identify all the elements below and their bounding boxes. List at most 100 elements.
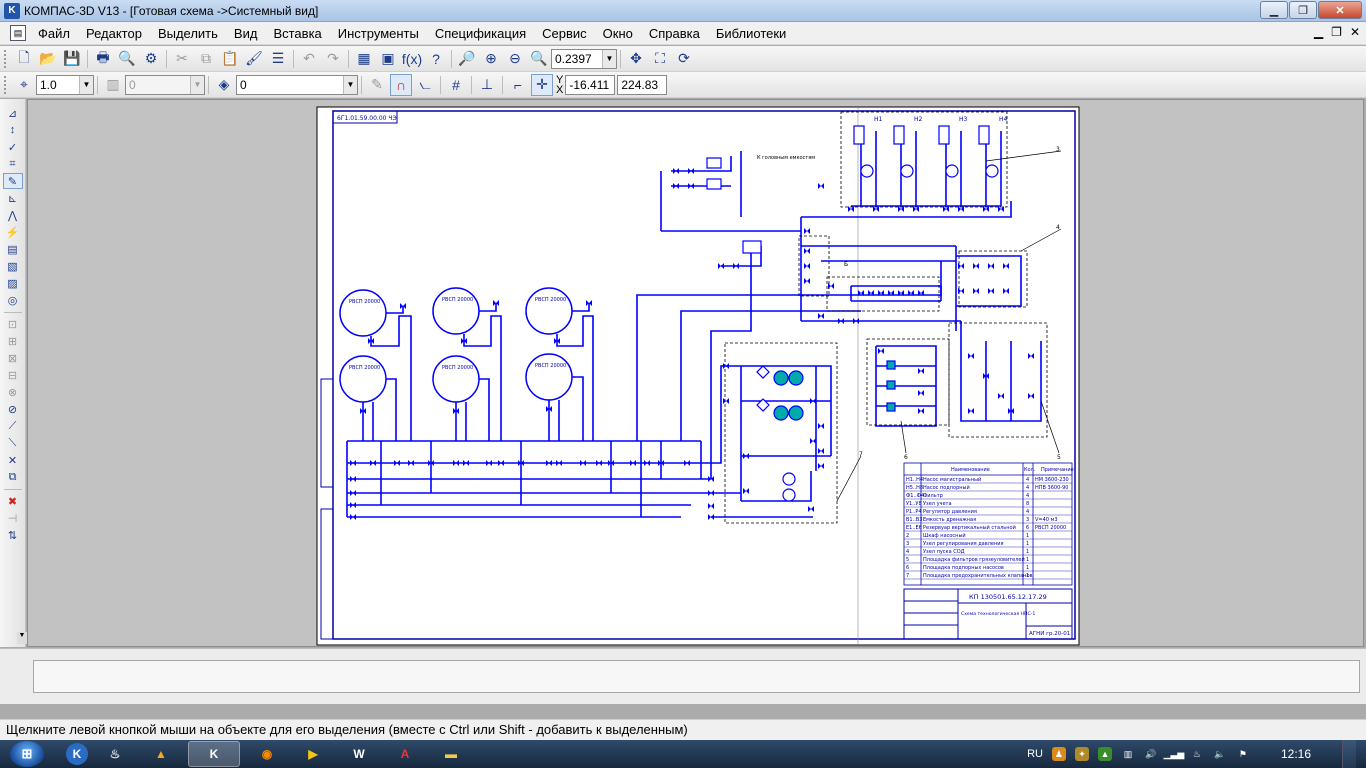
cursor-step-icon[interactable]: ⌖ [20, 76, 28, 92]
menu-window[interactable]: Окно [602, 25, 633, 41]
layers-icon[interactable]: ◈ [218, 76, 230, 92]
tool-icon-9[interactable]: ✕ [7, 454, 18, 467]
snap-mode-icon[interactable]: ✛ [531, 73, 553, 96]
properties-panel-content[interactable] [33, 660, 1360, 693]
tool-icon-6[interactable]: ⊘ [7, 403, 18, 416]
tool-icon-8[interactable]: ⟍ [8, 436, 17, 449]
tray-steam-icon[interactable]: ♨ [1192, 748, 1201, 759]
chevron-down-icon[interactable]: ▼ [343, 75, 357, 94]
undo-icon[interactable]: ↶ [303, 50, 315, 66]
menu-insert[interactable]: Вставка [273, 25, 322, 41]
tool-icon-3[interactable]: ⊠ [7, 352, 18, 365]
style-icon[interactable]: ✎ [371, 76, 383, 92]
insert-icon[interactable]: ▧ [7, 260, 18, 273]
specification-icon[interactable]: ☰ [271, 50, 285, 66]
function-icon[interactable]: f(x) [401, 50, 423, 67]
tool-icon-11[interactable]: ⊣ [7, 512, 18, 525]
snap-magnet-icon[interactable]: ∩ [390, 73, 412, 96]
tray-flag-icon[interactable]: ⚑ [1238, 748, 1247, 759]
start-button[interactable]: ⊞ [10, 741, 44, 767]
open-icon[interactable]: 📂 [39, 50, 57, 66]
step-field[interactable]: 1.0 ▼ [36, 74, 94, 95]
taskbar-kompas-active-icon[interactable]: K [188, 741, 240, 767]
delete-icon[interactable]: ✖ [7, 495, 18, 508]
toolbar-grip[interactable] [4, 75, 8, 94]
close-button[interactable]: ✕ [1318, 1, 1362, 19]
view-icon[interactable]: ◎ [7, 294, 18, 307]
coord-x-field[interactable]: -16.411 [565, 74, 616, 95]
menu-select[interactable]: Выделить [157, 25, 218, 41]
tray-signal-icon[interactable]: ▁▃▅ [1163, 748, 1185, 759]
layer-field[interactable]: 0 ▼ [236, 74, 358, 95]
redo-icon[interactable]: ↷ [327, 50, 339, 66]
tool-icon-1[interactable]: ⊡ [7, 318, 18, 331]
drawing-canvas[interactable]: 6Г1.01.59.00.00 ЧЭ РВСП 20000 РВСП 20000… [27, 99, 1364, 647]
panel-scroll-down-icon[interactable]: ▼ [17, 632, 27, 644]
layer-state-field[interactable]: 0 ▼ [125, 74, 205, 95]
select-icon[interactable]: ⋀ [7, 209, 18, 222]
zoom-out-icon[interactable]: ⊖ [509, 50, 521, 66]
refresh-icon[interactable]: ⟳ [678, 50, 690, 66]
taskbar-firefox-icon[interactable]: ◉ [261, 747, 273, 761]
save-icon[interactable]: 💾 [63, 50, 81, 66]
zoom-all-icon[interactable]: ⛶ [655, 50, 665, 66]
ortho-mode-icon[interactable]: ⌐ [513, 76, 523, 93]
clock[interactable]: 12:16 [1280, 747, 1311, 761]
taskbar-app-icon[interactable]: ▲ [155, 747, 167, 761]
designations-icon[interactable]: ✓ [7, 141, 18, 154]
doc-minimize-icon[interactable]: ▁ [1313, 25, 1324, 39]
print-preview-icon[interactable]: 🔍 [118, 50, 136, 66]
taskbar-steam-icon[interactable]: ♨ [109, 747, 121, 761]
tray-settings-icon[interactable]: ✦ [1074, 747, 1089, 761]
new-document-icon[interactable]: 🗋 [18, 48, 30, 65]
editing-icon[interactable]: ⌗ [9, 157, 16, 170]
tray-nvidia-icon[interactable]: ▲ [1097, 747, 1112, 761]
copy-icon[interactable]: ⧉ [201, 50, 211, 66]
menu-file[interactable]: Файл [38, 25, 70, 41]
cut-icon[interactable]: ✂ [176, 50, 188, 66]
tool-icon-5[interactable]: ⊗ [7, 386, 18, 399]
chevron-down-icon[interactable]: ▼ [79, 75, 93, 94]
dimensions-icon[interactable]: ↕ [9, 124, 16, 136]
zoom-in-icon[interactable]: ⊕ [485, 50, 497, 66]
taskbar-autocad-icon[interactable]: A [400, 747, 410, 761]
menu-help[interactable]: Справка [648, 25, 700, 41]
doc-restore-icon[interactable]: ❐ [1331, 25, 1342, 39]
tool-icon-12[interactable]: ⇅ [7, 529, 18, 542]
zoom-window-icon[interactable]: 🔎 [458, 50, 476, 66]
toolbar-grip[interactable] [4, 49, 8, 68]
grid-icon[interactable]: # [452, 76, 460, 93]
fragment-icon[interactable]: ▨ [7, 277, 18, 290]
format-brush-icon[interactable]: 🖌 [245, 50, 263, 66]
menu-view[interactable]: Вид [233, 25, 258, 41]
pan-icon[interactable]: ✥ [630, 50, 642, 66]
maximize-button[interactable]: ❐ [1289, 1, 1317, 19]
tool-icon-10[interactable]: ⧉ [8, 470, 17, 483]
reports-icon[interactable]: ▤ [7, 243, 18, 256]
local-snap-icon[interactable]: ⦦ [419, 76, 431, 92]
zoom-scale-icon[interactable]: 🔍 [530, 50, 548, 66]
local-cs-icon[interactable]: ⊥ [480, 76, 494, 92]
variables-icon[interactable]: ▣ [381, 50, 395, 66]
menu-specification[interactable]: Спецификация [434, 25, 527, 41]
paste-icon[interactable]: 📋 [221, 50, 239, 66]
taskbar-kompas-icon[interactable]: K [66, 743, 88, 765]
layer-state-icon[interactable]: ▥ [106, 76, 120, 92]
show-desktop-button[interactable] [1342, 740, 1356, 768]
manager-icon[interactable]: ▦ [357, 50, 371, 66]
menu-tools[interactable]: Инструменты [337, 25, 419, 41]
help-pointer-icon[interactable]: ? [432, 50, 440, 67]
tool-icon-4[interactable]: ⊟ [7, 369, 18, 382]
zoom-field[interactable]: 0.2397 ▼ [551, 48, 617, 69]
taskbar-explorer-icon[interactable]: ▬ [445, 747, 457, 761]
menu-editor[interactable]: Редактор [85, 25, 142, 41]
coord-y-field[interactable]: 224.83 [617, 74, 668, 95]
print-icon[interactable]: 🖶 [96, 48, 110, 65]
tool-icon-2[interactable]: ⊞ [7, 335, 18, 348]
measurements-icon[interactable]: ⊾ [7, 192, 18, 205]
menu-service[interactable]: Сервис [542, 25, 587, 41]
tray-mute-icon[interactable]: 🔈 [1214, 748, 1226, 759]
parametrization-icon[interactable]: ✎ [2, 173, 23, 189]
taskbar-media-icon[interactable]: ▶ [308, 747, 318, 761]
chevron-down-icon[interactable]: ▼ [190, 75, 204, 94]
